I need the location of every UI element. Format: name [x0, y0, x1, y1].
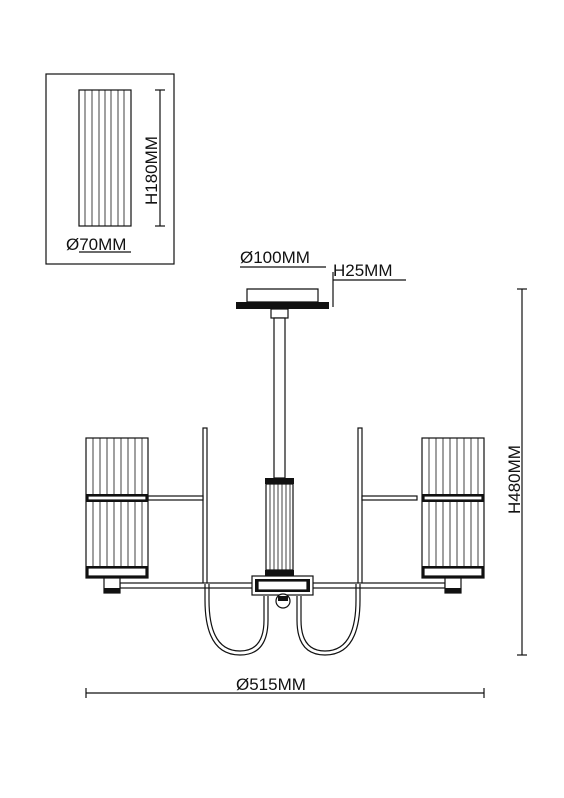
detail-diameter-label: Ø70MM: [66, 235, 126, 254]
detail-height-dimension: [155, 89, 165, 227]
canopy-height-dimension: [332, 272, 406, 307]
detail-shade: [78, 89, 132, 227]
left-vertical-plate: [202, 427, 208, 585]
inset-frame: [45, 73, 175, 265]
detail-height-label: H180MM: [142, 136, 161, 205]
overall-height-dimension: [517, 288, 527, 656]
right-vertical-plate: [357, 427, 363, 585]
center-hub: [251, 575, 314, 609]
center-stem: [265, 308, 294, 576]
overall-diameter-label: Ø515MM: [236, 675, 306, 694]
ceiling-canopy: [236, 288, 329, 309]
shade-detail-inset: H180MM Ø70MM: [45, 73, 175, 265]
left-shade: [85, 437, 149, 594]
canopy-diameter-label: Ø100MM: [240, 248, 310, 267]
overall-diameter-dimension: [85, 688, 485, 698]
overall-height-label: H480MM: [505, 445, 524, 514]
lower-curved-loops: [204, 584, 361, 656]
right-shade: [421, 437, 485, 594]
chandelier: [85, 288, 485, 656]
canopy-height-label: H25MM: [333, 261, 393, 280]
